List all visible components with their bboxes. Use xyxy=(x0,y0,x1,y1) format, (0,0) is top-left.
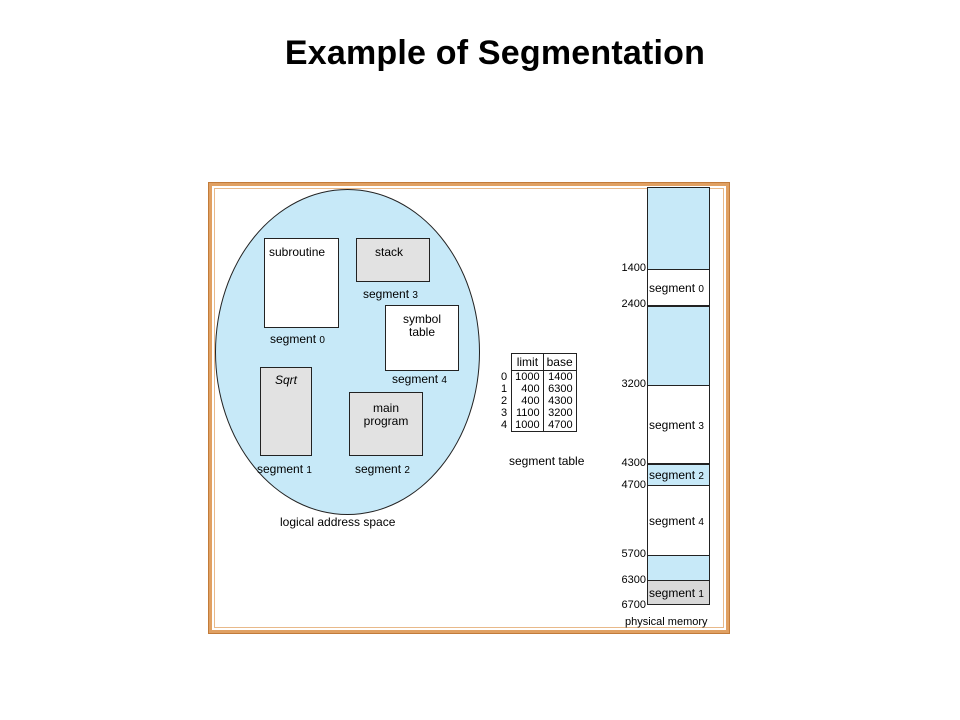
segment-0-label: segment 0 xyxy=(270,332,325,346)
memory-segment-1: segment 1 xyxy=(648,581,709,604)
address-label: 2400 xyxy=(621,298,646,310)
figure-frame xyxy=(214,188,724,628)
memory-divider xyxy=(648,485,709,486)
memory-segment-0: segment 0 xyxy=(648,269,709,306)
segment-table-row: 1 400 6300 xyxy=(498,383,577,395)
segment-table-row: 3 1100 3200 xyxy=(498,407,577,419)
segment-table-row: 4 1000 4700 xyxy=(498,419,577,432)
address-label: 4300 xyxy=(621,457,646,469)
segmentation-figure: subroutine segment 0 stack segment 3 sym… xyxy=(208,182,730,634)
symbol-table-label-2: table xyxy=(408,325,436,339)
memory-segment-0-label: segment 0 xyxy=(649,280,704,295)
physical-memory-caption: physical memory xyxy=(625,616,708,628)
address-label: 5700 xyxy=(621,548,646,560)
memory-divider xyxy=(648,385,709,386)
address-label: 4700 xyxy=(621,479,646,491)
slide-title: Example of Segmentation xyxy=(284,34,706,72)
subroutine-label: subroutine xyxy=(269,245,326,259)
subroutine-box: subroutine xyxy=(264,238,339,328)
free-memory-block xyxy=(648,188,709,269)
segment-4-label: segment 4 xyxy=(392,372,447,386)
sqrt-label: Sqrt xyxy=(274,373,297,387)
segment-table-row: 2 400 4300 xyxy=(498,395,577,407)
memory-divider xyxy=(648,463,709,465)
address-label: 6700 xyxy=(621,599,646,611)
memory-segment-4-label: segment 4 xyxy=(649,513,704,528)
base-header: base xyxy=(542,353,577,371)
free-memory-block xyxy=(648,555,709,581)
segment-table-header: limit base xyxy=(498,353,577,371)
segment-2-label: segment 2 xyxy=(355,462,410,476)
address-label: 1400 xyxy=(621,262,646,274)
memory-divider xyxy=(648,269,709,270)
address-label: 6300 xyxy=(621,574,646,586)
memory-segment-2: segment 2 xyxy=(648,464,709,486)
logical-address-space-caption: logical address space xyxy=(280,515,396,529)
segment-1-label: segment 1 xyxy=(257,462,312,476)
free-memory-block xyxy=(648,306,709,386)
main-program-label-2: program xyxy=(363,414,409,428)
main-program-box: main program xyxy=(349,392,423,456)
memory-divider xyxy=(648,305,709,307)
main-program-label-1: main xyxy=(372,401,399,415)
stack-label: stack xyxy=(375,245,404,259)
symbol-table-box: symbol table xyxy=(385,305,459,371)
address-label: 3200 xyxy=(621,378,646,390)
memory-segment-3: segment 3 xyxy=(648,386,709,464)
sqrt-box: Sqrt xyxy=(260,367,312,456)
memory-divider xyxy=(648,580,709,581)
memory-segment-2-label: segment 2 xyxy=(649,468,704,482)
physical-memory: segment 0 segment 3 segment 2 segment 4 … xyxy=(647,187,710,605)
segment-table: limit base 0 1000 1400 1 400 6300 2 400 … xyxy=(498,353,577,432)
segment-table-row: 0 1000 1400 xyxy=(498,370,577,383)
memory-segment-3-label: segment 3 xyxy=(649,418,704,432)
symbol-table-label-1: symbol xyxy=(402,312,441,326)
stack-box: stack xyxy=(356,238,430,282)
memory-segment-4: segment 4 xyxy=(648,486,709,555)
memory-segment-1-label: segment 1 xyxy=(649,585,704,600)
limit-header: limit xyxy=(511,353,544,371)
segment-3-label: segment 3 xyxy=(363,287,418,301)
memory-divider xyxy=(648,555,709,556)
segment-table-caption: segment table xyxy=(509,454,585,468)
